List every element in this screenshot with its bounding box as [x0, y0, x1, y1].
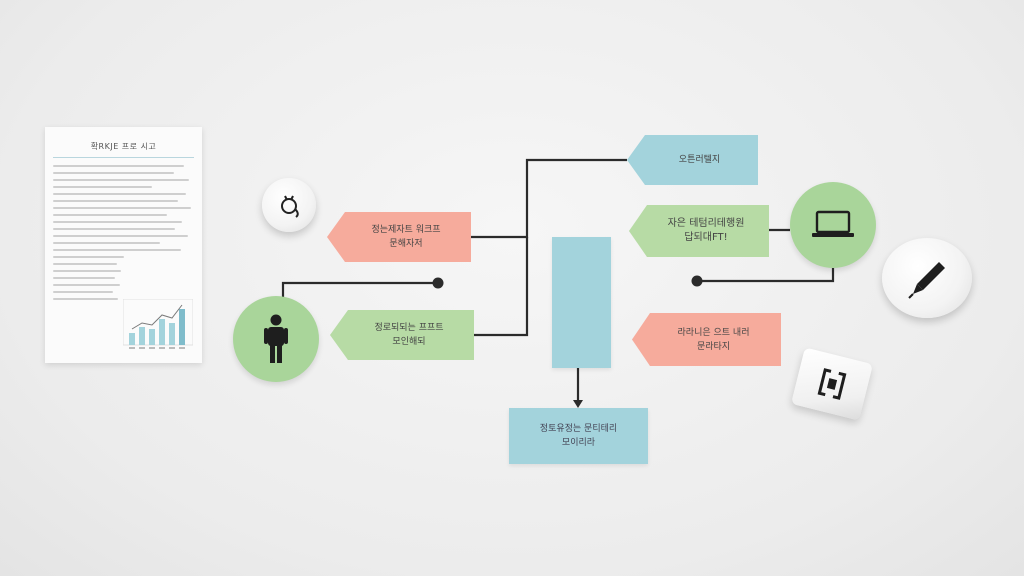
arrow-head — [573, 400, 583, 408]
document-mini-chart — [123, 299, 193, 349]
laptop-node[interactable] — [790, 182, 876, 268]
connector-dot-right — [691, 275, 703, 287]
plug-icon — [281, 195, 299, 218]
plug-token — [262, 178, 316, 232]
report-document: 확RKJE 프로 시고 — [45, 127, 202, 363]
step-tag-low-right-label: 라라니은 으트 내러 문라타지 — [677, 327, 750, 352]
step-tag-top-left[interactable]: 정는제자트 워크프 문해자저 — [327, 212, 471, 262]
connector-top — [471, 158, 627, 239]
output-box-label: 정토유정는 문티테리 모이리라 — [539, 424, 618, 448]
step-tag-mid-right-label: 자은 테텀리테행원 답되대FT! — [667, 218, 745, 243]
laptop-icon — [812, 210, 854, 237]
person-node[interactable] — [233, 296, 319, 382]
bracket-cube — [791, 347, 873, 421]
step-tag-mid-left[interactable]: 정로되되는 프프트 모인해되 — [330, 310, 474, 360]
bracket-icon — [817, 368, 847, 400]
step-tag-mid-right[interactable]: 자은 테텀리테행원 답되대FT! — [629, 205, 769, 257]
document-rule — [53, 157, 194, 158]
step-tag-low-right[interactable]: 라라니은 으트 내러 문라타지 — [632, 313, 781, 366]
connector-mid — [474, 237, 529, 337]
pen-token — [882, 238, 972, 318]
person-icon — [264, 314, 288, 363]
step-tag-top-left-label: 정는제자트 워크프 문해자저 — [371, 225, 441, 249]
connector-right-dot — [697, 268, 835, 283]
pen-icon — [908, 262, 945, 299]
connector-person — [281, 281, 437, 300]
step-tag-top-right-label: 오튼러텔지 — [678, 155, 721, 165]
output-box[interactable]: 정토유정는 문티테리 모이리라 — [509, 408, 648, 464]
step-tag-mid-left-label: 정로되되는 프프트 모인해되 — [374, 323, 444, 347]
connector-dot-left — [432, 277, 444, 289]
center-block[interactable] — [552, 237, 611, 368]
document-title: 확RKJE 프로 시고 — [90, 142, 157, 151]
document-text-lines — [53, 165, 195, 305]
step-tag-top-right[interactable]: 오튼러텔지 — [627, 135, 758, 185]
